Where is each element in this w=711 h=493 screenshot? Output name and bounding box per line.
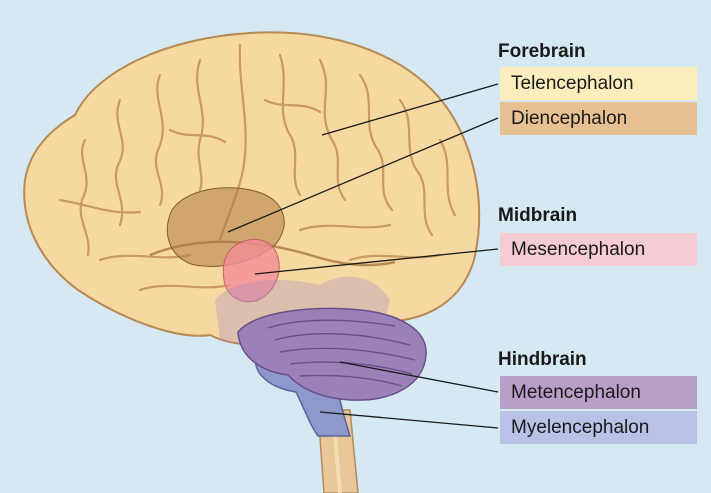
leader-lines <box>227 83 499 429</box>
myelencephalon-label: Myelencephalon <box>500 411 697 444</box>
metencephalon-label: Metencephalon <box>500 376 697 409</box>
mesencephalon-region <box>222 238 280 303</box>
hindbrain-heading: Hindbrain <box>498 349 587 370</box>
cerebellum-folia <box>267 319 416 387</box>
forebrain-heading: Forebrain <box>498 41 586 62</box>
mesencephalon-label: Mesencephalon <box>500 233 697 266</box>
cortex-folds <box>58 43 457 292</box>
metencephalon-region <box>237 307 427 401</box>
diencephalon-label: Diencephalon <box>500 102 697 135</box>
midbrain-heading: Midbrain <box>498 205 578 226</box>
telencephalon-label: Telencephalon <box>500 67 697 100</box>
